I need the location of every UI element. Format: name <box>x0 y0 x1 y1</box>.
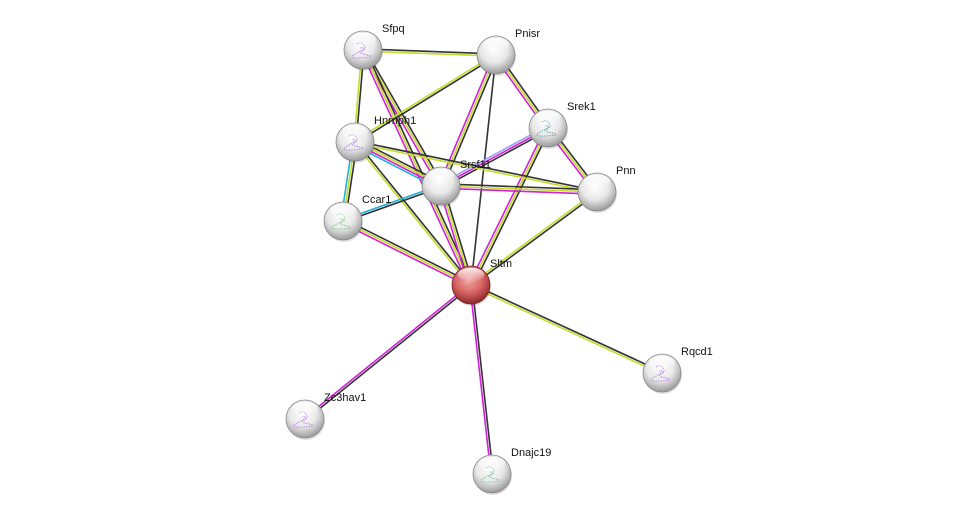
edge-evidence-magenta <box>341 222 471 288</box>
edge-hnrnph1-sltm[interactable] <box>353 140 473 287</box>
edge-ccar1-sltm[interactable] <box>341 218 473 288</box>
node-label: Ccar1 <box>362 194 391 206</box>
edge-evidence-yellow <box>354 142 597 194</box>
edge-evidence-black <box>305 285 473 421</box>
edge-sltm-zc3hav1[interactable] <box>303 283 473 421</box>
node-label: Hnrnph1 <box>374 115 416 127</box>
protein-structure-icon <box>457 280 485 290</box>
node-ccar1[interactable]: Ccar1 <box>323 194 391 242</box>
edge-evidence-magenta <box>438 53 495 186</box>
edge-evidence-yellow <box>353 142 471 287</box>
edge-evidence-magenta <box>440 127 549 187</box>
edge-sltm-rqcd1[interactable] <box>470 283 663 375</box>
edge-evidence-yellow <box>362 49 472 286</box>
node-sltm[interactable]: Sltm <box>451 258 512 306</box>
node-pnn[interactable]: Pnn <box>577 165 636 213</box>
edge-evidence-black <box>343 218 473 284</box>
edge-evidence-black <box>355 140 598 192</box>
edge-evidence-yellow <box>342 220 472 286</box>
edge-evidence-black <box>363 48 497 55</box>
node-label: Sltm <box>490 258 512 270</box>
node-label: Rqcd1 <box>681 346 713 358</box>
node-highlight <box>534 110 562 125</box>
edge-evidence-lavender <box>439 125 548 185</box>
node-rqcd1[interactable]: Rqcd1 <box>642 346 713 394</box>
node-highlight <box>329 203 357 218</box>
edge-evidence-black <box>364 48 474 285</box>
node-label: Pnn <box>616 165 636 177</box>
edge-evidence-black <box>355 55 497 144</box>
node-label: Pnisr <box>515 28 540 40</box>
edge-evidence-yellow <box>362 50 496 57</box>
edge-pnisr-hnrnph1[interactable] <box>354 53 497 144</box>
edge-evidence-yellow <box>354 53 496 142</box>
node-highlight <box>341 124 369 139</box>
edge-srsf11-pnn[interactable] <box>440 183 598 195</box>
node-highlight <box>482 37 510 52</box>
edge-srek1-srsf11[interactable] <box>439 125 550 189</box>
node-sfpq[interactable]: Sfpq <box>343 23 405 71</box>
edge-evidence-black <box>472 128 551 287</box>
node-pnisr[interactable]: Pnisr <box>476 28 540 76</box>
node-highlight <box>648 355 676 370</box>
edge-evidence-yellow <box>440 185 598 193</box>
edge-evidence-yellow <box>469 190 597 285</box>
edge-evidence-magenta <box>468 126 547 285</box>
edge-evidence-black <box>471 284 494 474</box>
node-label: Sfpq <box>382 23 405 35</box>
node-label: Zc3hav1 <box>324 392 366 404</box>
edges-layer <box>303 48 663 475</box>
node-highlight <box>457 267 485 282</box>
node-label: Srsf11 <box>460 159 491 171</box>
node-srek1[interactable]: Srek1 <box>528 101 596 149</box>
node-highlight <box>478 456 506 471</box>
node-srsf11[interactable]: Srsf11 <box>421 159 491 207</box>
node-highlight <box>349 32 377 47</box>
edge-evidence-magenta <box>440 187 597 195</box>
edge-evidence-magenta <box>469 285 492 475</box>
node-hnrnph1[interactable]: Hnrnph1 <box>335 115 416 163</box>
edge-sfpq-pnisr[interactable] <box>362 48 497 57</box>
node-highlight <box>291 401 319 416</box>
edge-evidence-black <box>471 192 599 287</box>
edge-evidence-black <box>471 283 663 373</box>
edge-evidence-black <box>442 55 499 188</box>
edge-evidence-black <box>441 129 550 189</box>
edge-evidence-black <box>364 48 444 186</box>
node-dnajc19[interactable]: Dnajc19 <box>472 447 551 495</box>
edge-pnn-sltm[interactable] <box>469 190 599 287</box>
node-label: Srek1 <box>567 101 596 113</box>
edge-srek1-sltm[interactable] <box>468 126 551 287</box>
edge-sltm-dnajc19[interactable] <box>469 284 494 475</box>
edge-evidence-black <box>355 140 473 285</box>
edge-pnisr-srsf11[interactable] <box>438 53 499 188</box>
edge-evidence-magenta <box>303 283 471 419</box>
edge-hnrnph1-pnn[interactable] <box>354 140 598 194</box>
node-label: Dnajc19 <box>511 447 551 459</box>
edge-evidence-yellow <box>470 127 549 286</box>
edge-evidence-yellow <box>470 285 662 375</box>
node-zc3hav1[interactable]: Zc3hav1 <box>285 392 366 440</box>
edge-evidence-yellow <box>440 54 497 187</box>
edge-evidence-black <box>441 183 598 191</box>
node-highlight <box>427 168 455 183</box>
node-highlight <box>583 174 611 189</box>
